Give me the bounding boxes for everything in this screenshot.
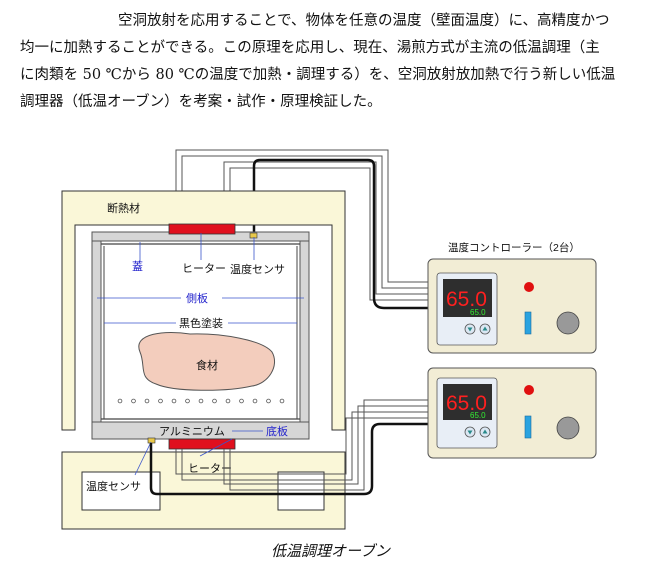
controller-1-display [443,279,492,317]
rack-dot [279,398,285,404]
insulation-lower [61,451,346,530]
heater-bottom [168,438,236,450]
label-insulation: 断熱材 [107,201,140,215]
insulation-upper [61,190,346,431]
rack-dot [117,398,123,404]
controller-2-pv: 65.0 [446,392,487,415]
side-plate-left [91,235,102,423]
leader-lines [97,233,304,476]
paragraph-line-3: に肉類を 50 ℃から 80 ℃の温度で加熱・調理する）を、空洞放射放加熱で行う… [20,67,616,83]
paragraph-line-2: 均一に加熱することができる。この原理を応用し、現在、湯煎方式が主流の低温調理（主 [20,40,600,56]
rack-dot [198,398,204,404]
controller-2-lamp [524,385,534,395]
rack-dot [158,398,163,404]
up-arrow-icon [482,429,488,434]
paragraph-line-4: 調理器（低温オーブン）を考案・試作・原理検証した。 [20,94,382,110]
down-arrow-icon [467,327,473,332]
label-lid: 蓋 [132,260,143,273]
controller-2: 65.0 65.0 [427,367,597,459]
label-aluminum: アルミニウム [159,425,225,438]
paragraph-line-1: 空洞放射を応用することで、物体を任意の温度（壁面温度）に、高精度かつ [118,13,610,29]
rack [117,398,285,404]
label-black-coating: 黒色塗装 [179,316,223,330]
label-food: 食材 [196,358,218,372]
label-heater-bottom: ヒーター [188,462,232,475]
controller-1-pv: 65.0 [446,288,487,311]
controller-2-knob[interactable] [556,416,580,440]
rack-dot [131,398,136,404]
label-heater-top: ヒーター [182,262,226,275]
controller-1-knob[interactable] [556,311,580,335]
label-bottom-plate: 底板 [266,424,288,438]
rack-dot [144,398,150,404]
intro-paragraph: 空洞放射を応用することで、物体を任意の温度（壁面温度）に、高精度かつ 均一に加熱… [20,8,644,116]
heater-top [168,223,236,235]
side-plate-right [299,235,310,423]
wires-top [175,149,428,310]
controller-1-lamp [524,282,534,292]
controller-1-switch[interactable] [524,311,532,335]
label-side-plate: 側板 [186,291,208,305]
controller-2-display [443,384,492,420]
figure-caption: 低温調理オーブン [270,542,391,560]
controller-2-sv: 65.0 [470,411,486,420]
sensor-bottom [147,437,156,444]
rack-dot [266,398,271,404]
rack-dot [185,398,190,404]
down-arrow-icon [467,430,473,435]
label-sensor-top: 温度センサ [230,262,285,276]
rack-dot [239,398,244,404]
controller-1: 65.0 65.0 [427,258,597,354]
controller-title: 温度コントローラー（2台） [448,241,580,254]
wires-bottom [149,399,428,496]
sensor-top [249,232,258,239]
up-arrow-icon [482,326,488,331]
label-sensor-bottom: 温度センサ [86,479,141,493]
rack-dot [212,398,217,404]
controller-1-sv: 65.0 [470,308,486,317]
controller-2-switch[interactable] [524,415,532,439]
rack-dot [171,398,177,404]
oven-diagram: 断熱材 蓋 ヒーター 温度センサ 側板 黒色塗装 食材 アルミニウム 底板 ヒー… [61,149,597,530]
food-item [138,331,275,391]
rack-dot [252,398,258,404]
rack-dot [225,398,231,404]
